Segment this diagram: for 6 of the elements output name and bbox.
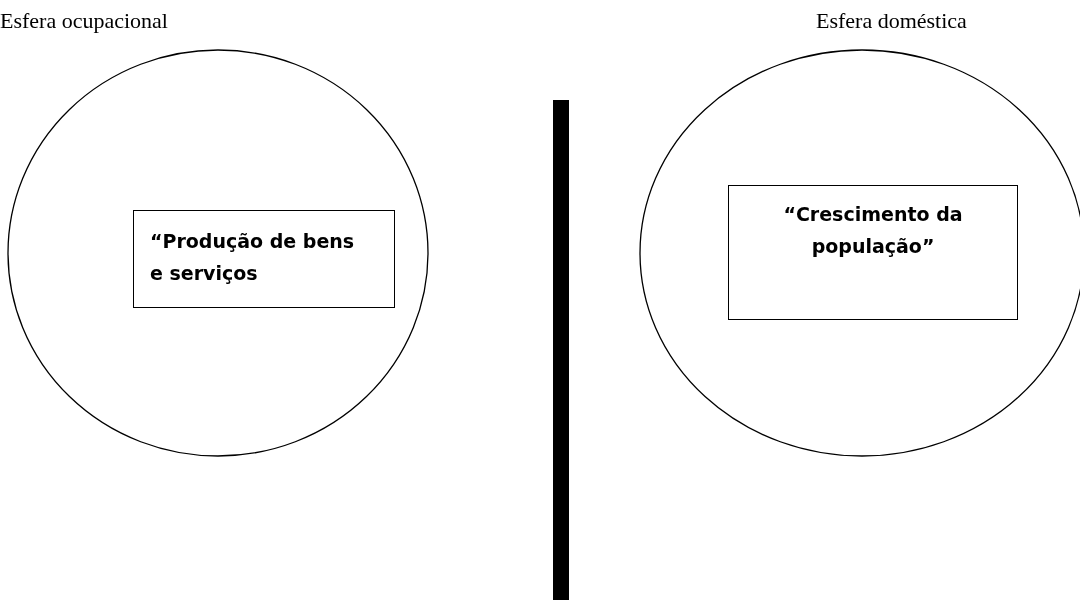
circle-heading: Esfera doméstica <box>816 8 967 34</box>
text-box <box>728 185 1018 320</box>
box-text: “Crescimento da população” <box>782 202 964 259</box>
box-text: “Produção de bens e serviços <box>150 229 355 286</box>
circle-heading: Esfera ocupacional <box>0 8 168 34</box>
text-box <box>133 210 395 308</box>
